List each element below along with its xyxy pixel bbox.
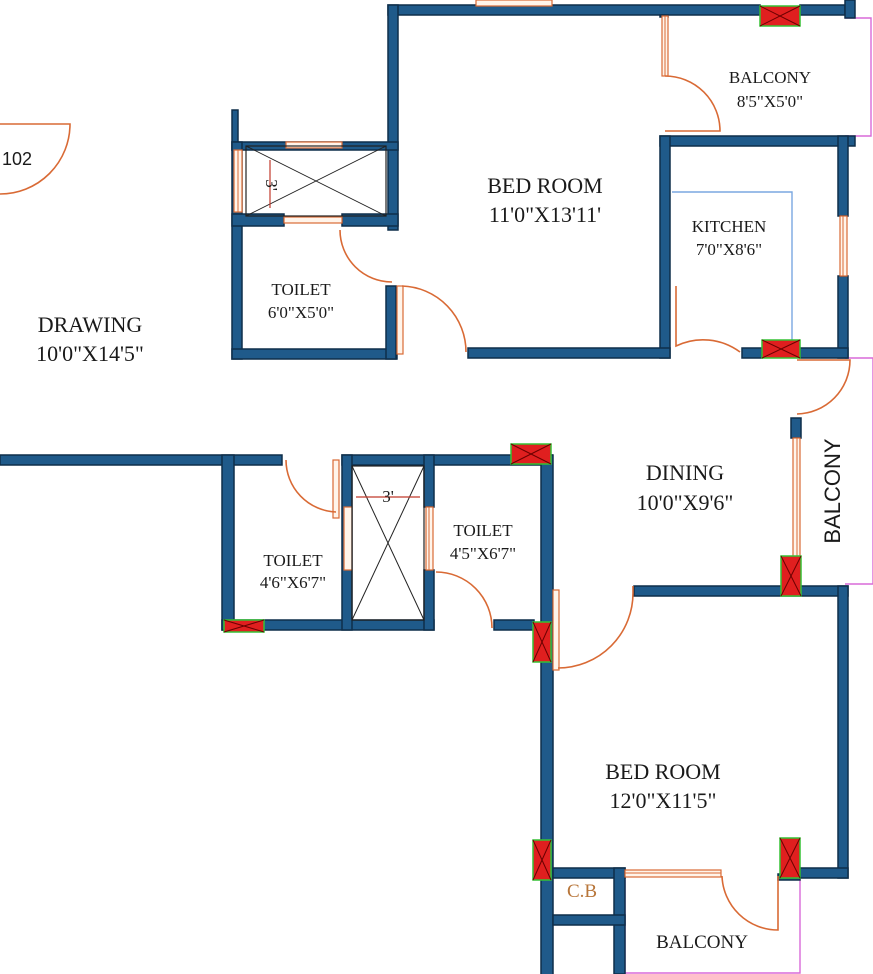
room-labels: 102 DRAWING 10'0"X14'5" BED ROOM 11'0"X1… — [2, 68, 845, 953]
shaft-top-dimension: 3' — [262, 179, 281, 191]
drawing-room-size: 10'0"X14'5" — [36, 341, 144, 366]
bed-room-top-name: BED ROOM — [487, 173, 603, 198]
kitchen-name: KITCHEN — [692, 217, 767, 236]
columns — [223, 5, 802, 881]
toilet-mid-name: TOILET — [453, 521, 513, 540]
kitchen-size: 7'0"X8'6" — [696, 240, 762, 259]
bed-room-bottom-size: 12'0"X11'5" — [610, 788, 717, 813]
windows — [233, 0, 848, 878]
toilet-top-name: TOILET — [271, 280, 331, 299]
toilet-top-size: 6'0"X5'0" — [268, 303, 334, 322]
toilet-mid-size: 4'5"X6'7" — [450, 544, 516, 563]
toilet-left-size: 4'6"X6'7" — [260, 573, 326, 592]
door-swings — [0, 75, 851, 931]
shaft-top — [245, 145, 387, 217]
unit-number: 102 — [2, 149, 32, 169]
balcony-top-size: 8'5"X5'0" — [737, 92, 803, 111]
drawing-room-name: DRAWING — [38, 312, 143, 337]
cb-label: C.B — [567, 881, 597, 902]
bed-room-top-size: 11'0"X13'11' — [489, 202, 601, 227]
toilet-left-name: TOILET — [263, 551, 323, 570]
dining-name: DINING — [646, 460, 724, 485]
kitchen-counter — [672, 191, 793, 340]
dining-size: 10'0"X9'6" — [637, 490, 734, 515]
balcony-side-name: BALCONY — [820, 438, 845, 543]
balcony-bottom-name: BALCONY — [656, 932, 748, 953]
shaft-mid-dimension: 3' — [382, 487, 394, 506]
bed-room-bottom-name: BED ROOM — [605, 759, 721, 784]
shaft-mid — [351, 465, 425, 621]
balcony-top-name: BALCONY — [729, 68, 811, 87]
